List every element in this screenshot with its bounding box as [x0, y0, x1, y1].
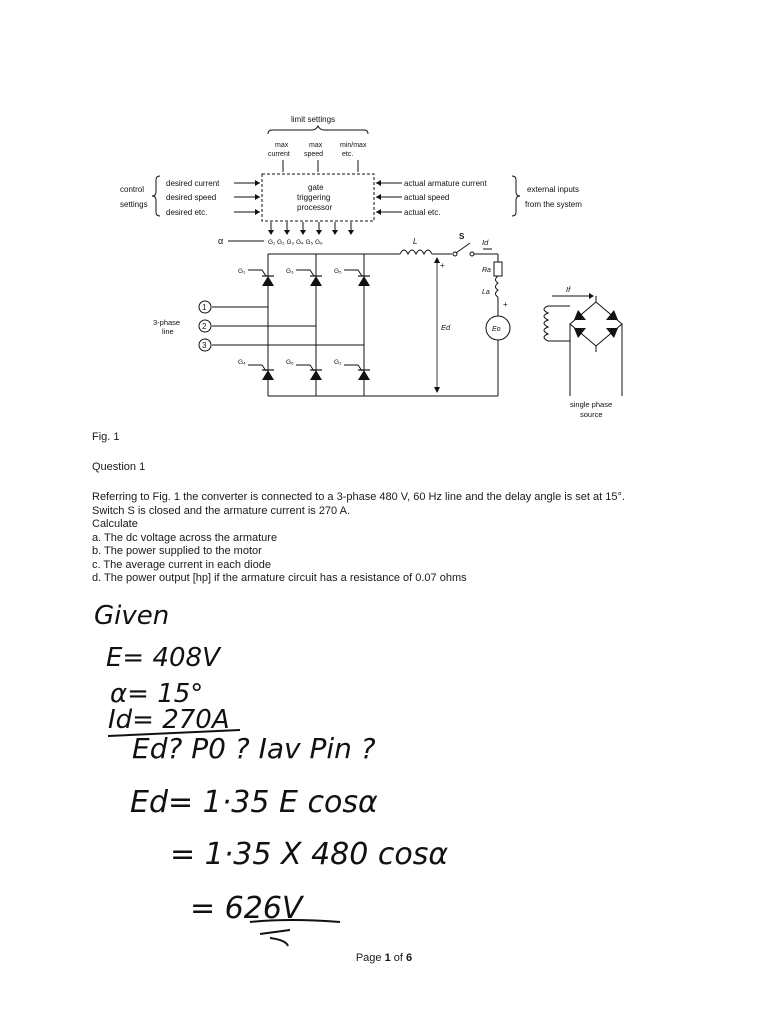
gate-label-g4: G₄ [238, 359, 246, 366]
footer-page-total: 6 [406, 952, 413, 964]
page-footer: Page 1 of 6 [0, 952, 768, 964]
question-line: Calculate [92, 518, 138, 530]
phase-3-label: 3 [202, 341, 207, 350]
gate-label-g6: G₆ [286, 359, 294, 366]
plus-sign-motor: + [503, 300, 508, 309]
ra-label: Ra [482, 267, 491, 274]
question-line: Switch S is closed and the armature curr… [92, 504, 351, 517]
question-body: Referring to Fig. 1 the converter is con… [92, 491, 692, 586]
single-phase-line2: source [580, 410, 603, 419]
if-label: If [566, 285, 571, 294]
max-speed-line2: speed [304, 151, 323, 158]
gates-row-label: G₁ G₂ G₃ G₄ G₅ G₆ [268, 239, 323, 246]
input-actual-speed: actual speed [404, 193, 449, 202]
gate-label-g2: G₂ [334, 359, 342, 366]
footer-page-number: 1 [384, 952, 391, 964]
minmax-line1: min/max [340, 142, 367, 149]
three-phase-line2: line [162, 327, 174, 336]
question-title: Question 1 [92, 461, 146, 473]
figure-caption: Fig. 1 [92, 431, 120, 443]
inductor-label: L [413, 237, 417, 246]
plus-sign-ed: + [440, 261, 445, 270]
input-desired-speed: desired speed [166, 193, 216, 202]
three-phase-line1: 3-phase [153, 318, 180, 327]
footer-page-word: Page [355, 952, 382, 964]
input-actual-etc: actual etc. [404, 208, 440, 217]
question-line: c. The average current in each diode [92, 558, 271, 571]
max-current-line2: current [268, 151, 290, 158]
hand-line-alpha: α= 15° [110, 679, 203, 709]
converter-circuit-diagram: limit settings max current max speed min… [120, 115, 623, 419]
phase-1-label: 1 [202, 303, 207, 312]
input-desired-etc: desired etc. [166, 208, 207, 217]
gate-label-g5: G₅ [334, 268, 342, 275]
question-line: d. The power output [hp] if the armature… [92, 572, 467, 584]
question-line: Referring to Fig. 1 the converter is con… [92, 491, 625, 503]
eo-label: Eo [492, 326, 501, 333]
handwritten-solution: Given E= 408V α= 15° Id= 270A Ed? P0 ? I… [94, 601, 448, 947]
gate-label-g3: G₃ [286, 268, 294, 275]
external-inputs-line2: from the system [525, 200, 582, 209]
single-phase-line1: single phase [570, 400, 612, 409]
question-line: b. The power supplied to the motor [92, 545, 262, 557]
hand-line-substitution: = 1·35 X 480 cosα [170, 837, 448, 872]
footer-of-word: of [393, 952, 403, 964]
switch-label: S [459, 232, 465, 241]
control-settings-line1: control [120, 185, 144, 194]
hand-given: Given [94, 601, 169, 631]
processor-line1: gate [308, 183, 324, 192]
control-settings-line2: settings [120, 200, 148, 209]
limit-settings-label: limit settings [291, 115, 335, 124]
input-desired-current: desired current [166, 179, 220, 188]
external-inputs-line1: external inputs [527, 185, 579, 194]
hand-line-unknowns: Ed? P0 ? Iav Pin ? [132, 732, 376, 765]
minmax-line2: etc. [342, 151, 353, 158]
hand-line-formula: Ed= 1·35 E cosα [130, 785, 378, 820]
hand-line-e: E= 408V [106, 643, 222, 673]
question-line: a. The dc voltage across the armature [92, 531, 278, 544]
hand-line-id: Id= 270A [108, 705, 230, 735]
phase-2-label: 2 [202, 322, 207, 331]
id-label: Id [482, 238, 489, 247]
gate-label-g1: G₁ [238, 268, 246, 275]
max-current-line1: max [275, 142, 289, 149]
input-actual-armature-current: actual armature current [404, 179, 487, 188]
processor-line3: processor [297, 203, 332, 212]
alpha-label: α [218, 236, 223, 246]
la-label: La [482, 289, 490, 296]
ed-label: Ed [441, 323, 451, 332]
processor-line2: triggering [297, 193, 330, 202]
max-speed-line1: max [309, 142, 323, 149]
